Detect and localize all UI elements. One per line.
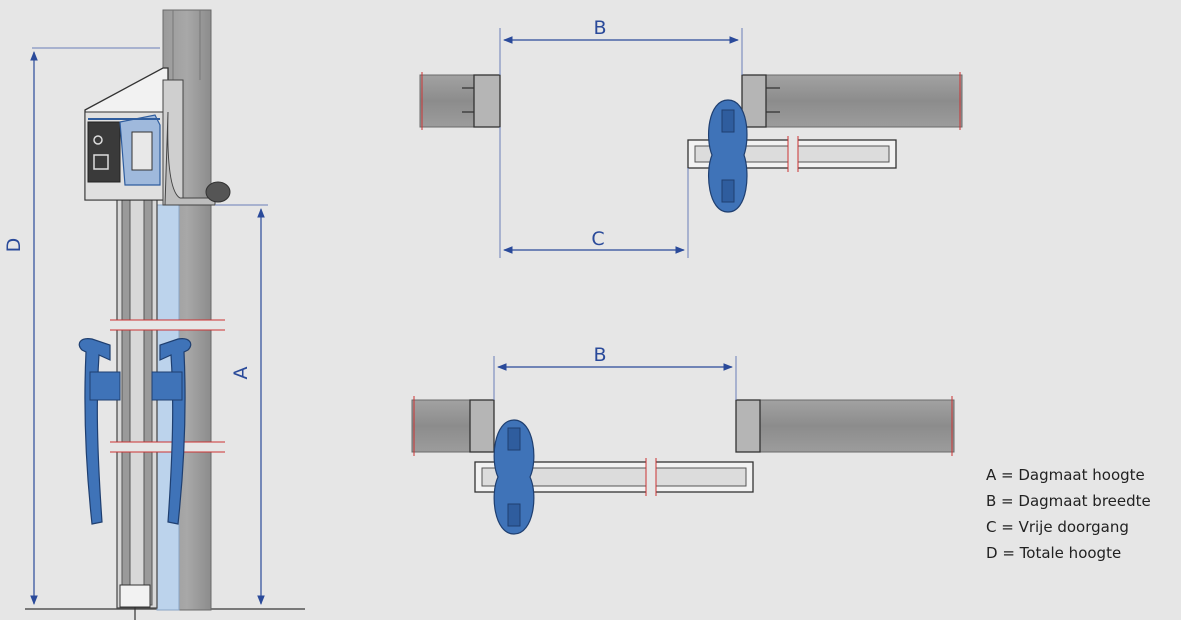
right-jamb-profile (735, 399, 761, 453)
left-jamb-profile (469, 399, 495, 453)
legend-item-c: C = Vrije doorgang (986, 518, 1129, 536)
jamb-detail (462, 87, 474, 113)
motor-detail (93, 154, 109, 170)
carriage-wheel (131, 131, 153, 171)
jamb-detail (766, 87, 780, 113)
right-jamb-profile (741, 74, 767, 128)
handle-plan-icon (707, 99, 748, 213)
motor-detail (93, 135, 103, 145)
dimension-d-label: D (3, 238, 25, 253)
drive-motor (87, 121, 121, 183)
right-wall-rail (759, 74, 963, 128)
break-band (110, 320, 225, 330)
dimension-c-label: C (591, 228, 604, 250)
leaf-inner-profile (121, 194, 131, 606)
handle-grip (507, 427, 521, 451)
leaf-break (646, 460, 656, 494)
legend-item-a: A = Dagmaat hoogte (986, 466, 1145, 484)
dimension-legend: A = Dagmaat hoogte B = Dagmaat breedte C… (986, 462, 1151, 566)
plan-view-bottom: B (411, 344, 955, 535)
handle-outside-icon (159, 338, 192, 525)
handle-grip (507, 503, 521, 527)
plan-view-top: B C (419, 17, 963, 258)
left-jamb-profile (473, 74, 501, 128)
handle-rose (151, 371, 183, 401)
leaf-glass-section (481, 467, 747, 487)
legend-item-b: B = Dagmaat breedte (986, 492, 1151, 510)
brush-seal (205, 181, 231, 203)
handle-grip (721, 109, 735, 133)
leaf-inner-profile (143, 194, 153, 606)
handle-rose (89, 371, 121, 401)
dimension-b-label: B (593, 344, 606, 366)
leaf-break (788, 138, 798, 170)
floor-guide (119, 584, 151, 608)
side-section-view: D A (3, 9, 305, 620)
break-band (110, 442, 225, 452)
handle-grip (721, 179, 735, 203)
right-wall-rail (753, 399, 955, 453)
handle-plan-icon (493, 419, 535, 535)
legend-item-d: D = Totale hoogte (986, 544, 1122, 562)
dimension-a-label: A (230, 367, 252, 380)
handle-inside-icon (78, 338, 111, 525)
dimension-b-label: B (593, 17, 606, 39)
